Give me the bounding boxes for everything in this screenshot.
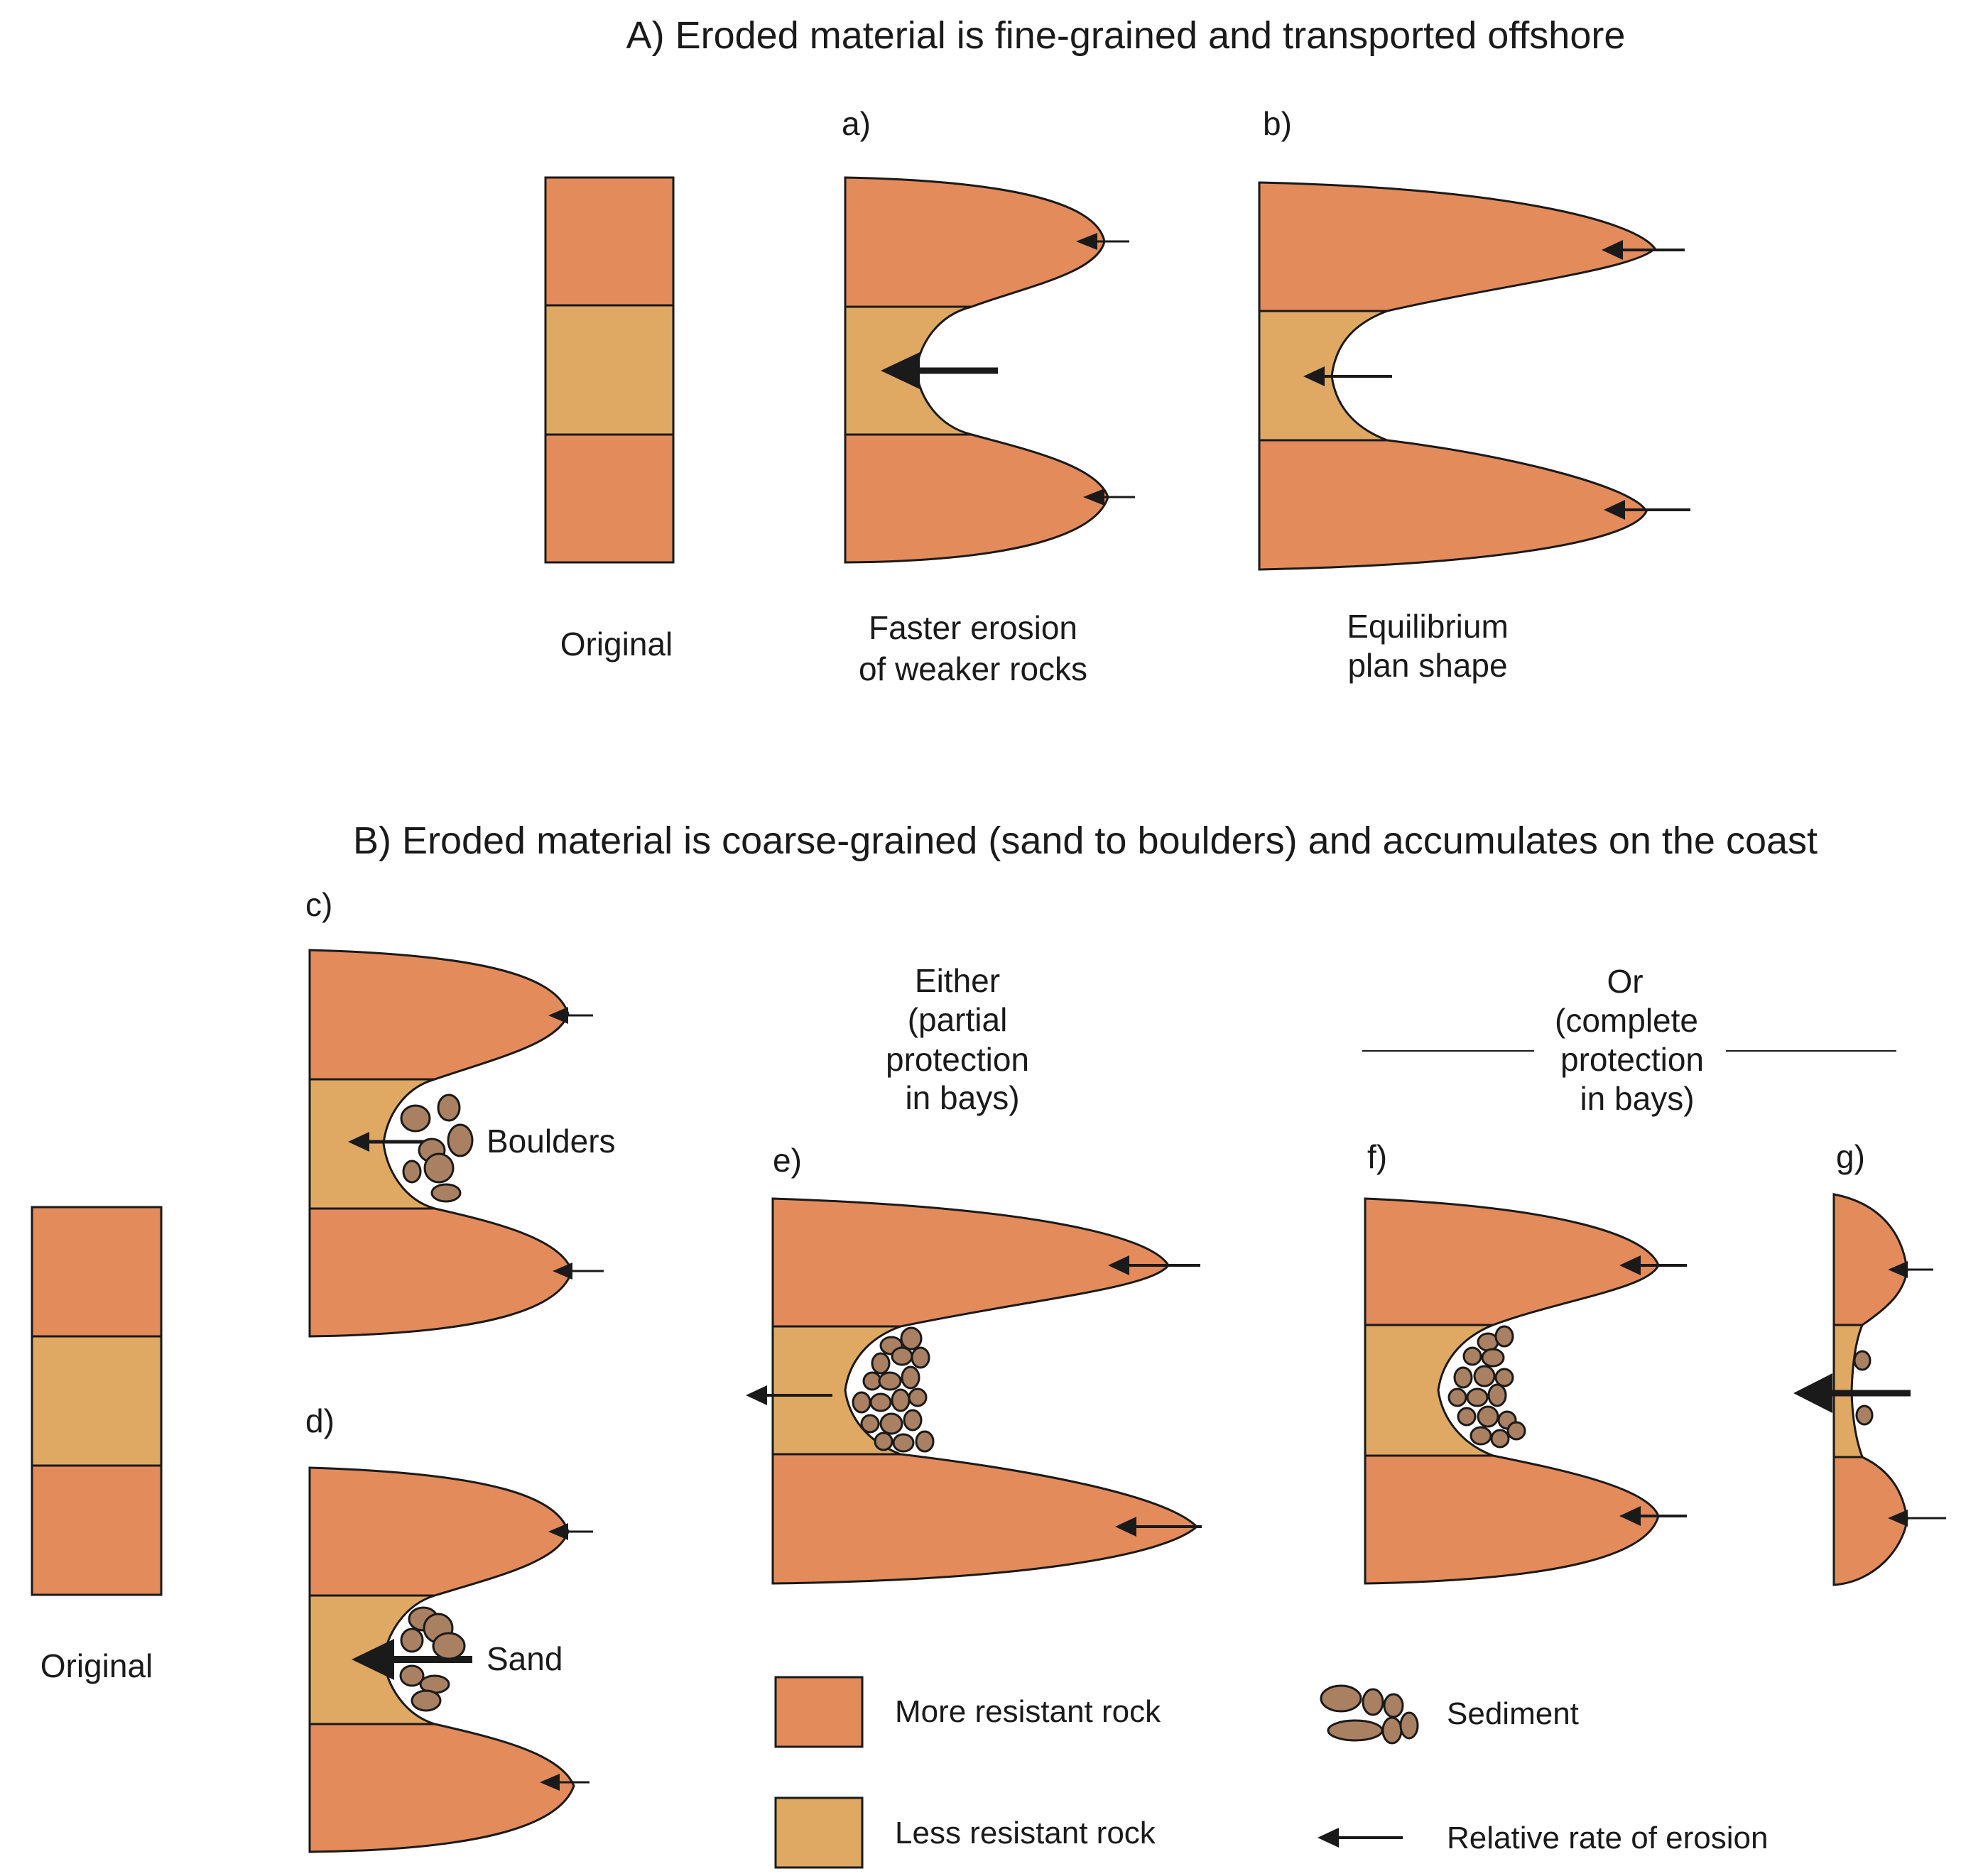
erosion-arrow-icon: [1083, 489, 1135, 506]
panel-g-letter: g): [1836, 1138, 1865, 1175]
sediment-icon: [399, 1606, 466, 1712]
weak-rock-bay: [1364, 1324, 1494, 1457]
headland-upper: [308, 1466, 570, 1597]
panel-e-letter: e): [773, 1142, 802, 1179]
either-line4: in bays): [905, 1079, 1019, 1116]
panel-e: [746, 1197, 1202, 1585]
panel-a: [844, 176, 1135, 564]
or-header: Or (complete protection in bays): [1362, 963, 1896, 1117]
headland-lower: [308, 1723, 575, 1853]
headland-lower: [308, 1207, 573, 1338]
more-resistant-rock-block: [544, 433, 675, 564]
section-a-title: A) Eroded material is fine-grained and t…: [626, 14, 1626, 57]
erosion-arrow-icon: [881, 352, 998, 389]
headland-lower: [1258, 439, 1648, 571]
or-line1: Or: [1607, 963, 1643, 1000]
caption-original-b: Original: [40, 1647, 153, 1684]
headland-upper: [308, 949, 570, 1081]
either-header: Either (partial protection in bays): [886, 962, 1029, 1116]
erosion-arrow-icon: [1888, 1510, 1946, 1527]
panel-g: [1793, 1193, 1946, 1586]
headland-lower: [844, 433, 1109, 564]
caption-a-line1: Faster erosion: [869, 609, 1077, 646]
panel-d-letter: d): [305, 1402, 335, 1439]
panel-f-letter: f): [1367, 1138, 1387, 1175]
erosion-arrow-icon: [1115, 1517, 1202, 1537]
or-line4: in bays): [1580, 1080, 1694, 1117]
legend-more-resistant-label: More resistant rock: [895, 1694, 1161, 1729]
less-resistant-rock-block: [544, 304, 675, 436]
erosion-arrow-icon: [1303, 366, 1392, 386]
headland-lower: [771, 1453, 1199, 1585]
erosion-arrow-icon: [553, 1263, 604, 1280]
erosion-arrow-icon: [1793, 1373, 1911, 1413]
erosion-arrow-icon: [1108, 1255, 1200, 1275]
caption-a-line2: of weaker rocks: [859, 650, 1087, 687]
sediment-icon: [400, 1094, 474, 1203]
headland-upper: [844, 176, 1106, 308]
section-b-title: B) Eroded material is coarse-grained (sa…: [353, 819, 1818, 862]
sediment-icon: [1320, 1684, 1419, 1745]
original-column-a: [544, 176, 675, 564]
caption-original-a: Original: [560, 626, 673, 662]
panel-c: [308, 949, 604, 1338]
erosion-arrow-icon: [1619, 1506, 1687, 1526]
erosion-arrow-icon: [548, 1007, 593, 1024]
more-resistant-rock-block: [544, 176, 675, 307]
caption-b-line2: plan shape: [1347, 647, 1507, 684]
legend-erosion-rate-label: Relative rate of erosion: [1447, 1821, 1768, 1855]
panel-f: [1364, 1197, 1687, 1585]
panel-c-letter: c): [305, 886, 332, 923]
erosion-arrow-icon: [1619, 1255, 1687, 1275]
headland-upper: [1832, 1193, 1908, 1326]
erosion-arrow-icon: [746, 1385, 832, 1405]
panel-d: [308, 1466, 593, 1853]
headland-lower: [1364, 1454, 1660, 1585]
sediment-icon: [1447, 1325, 1526, 1449]
legend-sediment-label: Sediment: [1447, 1696, 1579, 1731]
erosion-arrow-icon: [1604, 500, 1690, 520]
erosion-arrow-icon: [1888, 1261, 1933, 1278]
label-boulders: Boulders: [487, 1123, 616, 1160]
panel-a-letter: a): [842, 105, 871, 142]
panel-b-letter: b): [1263, 105, 1292, 142]
or-line3: protection: [1560, 1041, 1704, 1078]
more-resistant-rock-block: [31, 1206, 163, 1338]
legend-more-resistant-swatch: [774, 1676, 864, 1748]
erosion-arrow-icon: [1602, 240, 1685, 260]
weak-rock-bay: [308, 1078, 435, 1210]
label-sand: Sand: [487, 1640, 563, 1677]
or-line2: (complete: [1555, 1002, 1698, 1039]
either-line2: (partial: [908, 1001, 1008, 1038]
either-line1: Either: [915, 962, 1000, 999]
headland-upper: [1258, 181, 1656, 312]
more-resistant-rock-block: [31, 1464, 163, 1596]
panel-b: [1258, 181, 1690, 571]
sediment-icon: [852, 1326, 935, 1453]
erosion-arrow-icon: [1318, 1828, 1403, 1848]
headland-upper: [1364, 1197, 1660, 1326]
less-resistant-rock-block: [31, 1335, 163, 1467]
legend: More resistant rock Less resistant rock …: [774, 1676, 1768, 1869]
erosion-arrow-icon: [540, 1774, 590, 1791]
headland-upper: [771, 1197, 1170, 1328]
legend-less-resistant-label: Less resistant rock: [895, 1816, 1156, 1850]
erosion-arrow-icon: [352, 1639, 472, 1680]
sediment-icon: [1853, 1350, 1874, 1426]
legend-less-resistant-swatch: [774, 1796, 864, 1869]
erosion-arrow-icon: [1076, 233, 1129, 250]
either-line3: protection: [886, 1041, 1029, 1078]
caption-b-line1: Equilibrium: [1347, 608, 1509, 645]
original-column-b: [31, 1206, 163, 1596]
erosion-arrow-icon: [548, 1523, 593, 1540]
erosion-arrow-icon: [348, 1132, 430, 1152]
